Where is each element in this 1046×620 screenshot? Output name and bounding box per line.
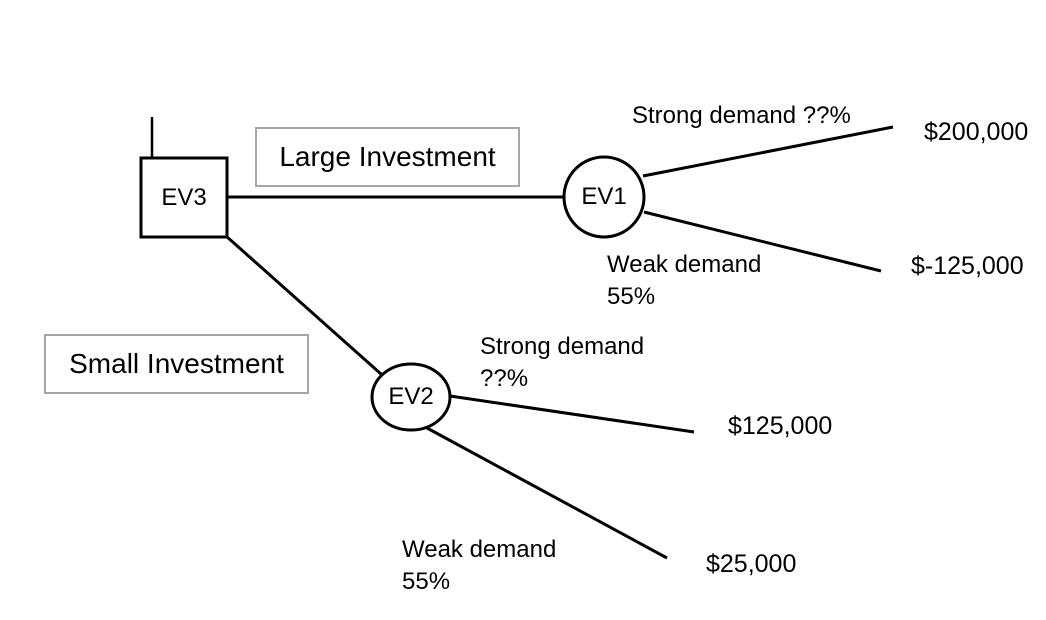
- ev2-strong-demand-label: Strong demand ??%: [480, 331, 644, 395]
- ev2-weak-demand-payoff: $25,000: [706, 550, 797, 578]
- ev2-strong-demand-label-line1: Strong demand: [480, 333, 645, 360]
- branch-line-ev2-strong-demand: [449, 394, 695, 434]
- ev2-weak-demand-label: Weak demand 55%: [402, 534, 556, 598]
- large-investment-label-box: Large Investment: [255, 127, 520, 187]
- ev2-weak-demand-label-line2: 55%: [402, 568, 451, 595]
- node-label-ev1: EV1: [581, 183, 627, 210]
- ev2-strong-demand-label-line2: ??%: [480, 365, 529, 392]
- ev1-weak-demand-payoff: $-125,000: [911, 252, 1024, 280]
- branch-line-ev1-weak-demand: [643, 210, 882, 273]
- node-label-ev3: EV3: [161, 183, 207, 211]
- small-investment-label-box: Small Investment: [44, 334, 309, 394]
- branch-line-small-investment: [225, 234, 382, 376]
- chance-node-ev1-circle: [562, 155, 646, 239]
- ev1-strong-demand-label: Strong demand ??%: [632, 102, 851, 129]
- branch-line-ev2-weak-demand: [426, 426, 668, 560]
- ev1-weak-demand-label-line2: 55%: [607, 283, 656, 310]
- branch-line-ev1-strong-demand: [642, 125, 894, 178]
- ev2-strong-demand-payoff: $125,000: [728, 412, 833, 440]
- node-label-ev2: EV2: [388, 383, 434, 410]
- decision-node-ev3-square: [139, 156, 229, 239]
- ev1-weak-demand-label: Weak demand 55%: [607, 249, 761, 313]
- ev1-strong-demand-payoff: $200,000: [924, 118, 1029, 146]
- ev2-weak-demand-label-line1: Weak demand: [402, 536, 557, 563]
- ev1-weak-demand-label-line1: Weak demand: [607, 251, 762, 278]
- chance-node-ev2-circle: [370, 362, 452, 432]
